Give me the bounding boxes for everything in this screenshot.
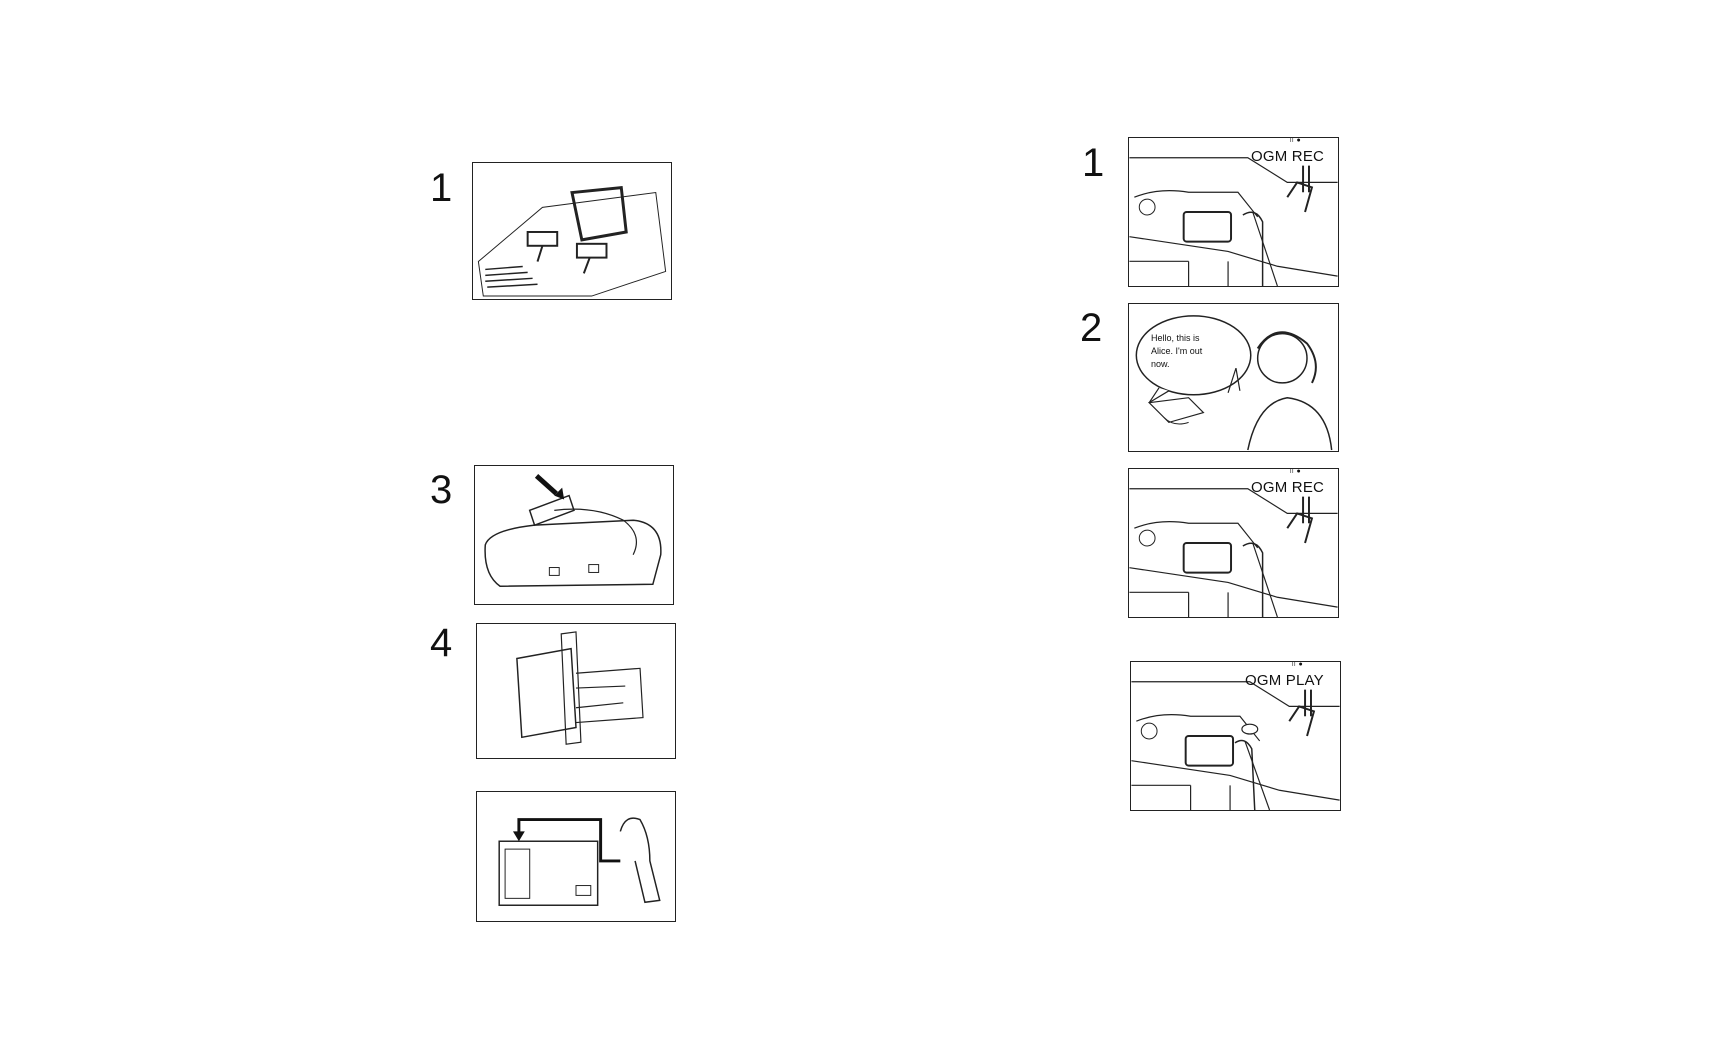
right-illustration-1-ogm-rec: OGM REC ⠿ ● <box>1128 137 1339 287</box>
ogm-rec-label: OGM REC <box>1251 479 1324 496</box>
speech-bubble-text: Hello, this is Alice. I'm out now. <box>1151 332 1202 371</box>
left-illustration-3-cassette-insert <box>474 465 674 605</box>
left-step-number-3: 3 <box>430 470 452 510</box>
ogm-rec-label: OGM REC <box>1251 148 1324 165</box>
wall-mount-drawing <box>477 624 675 758</box>
speech-line: Hello, this is <box>1151 332 1202 345</box>
speech-line: now. <box>1151 358 1202 371</box>
right-step-number-1: 1 <box>1082 143 1104 183</box>
left-step-number-1: 1 <box>430 168 452 208</box>
left-step-number-4: 4 <box>430 623 452 663</box>
left-illustration-5-line-connection <box>476 791 676 922</box>
woman-speaking-drawing <box>1129 304 1338 451</box>
left-illustration-1-battery-install <box>472 162 672 300</box>
right-illustration-4-ogm-play: OGM PLAY ⠿ ● <box>1130 661 1341 811</box>
right-step-number-2: 2 <box>1080 308 1102 348</box>
small-mark: ⠿ ● <box>1289 137 1301 144</box>
battery-compartment-drawing <box>473 163 671 299</box>
right-illustration-3-ogm-rec: OGM REC ⠿ ● <box>1128 468 1339 618</box>
speech-line: Alice. I'm out <box>1151 345 1202 358</box>
line-connection-drawing <box>477 792 675 921</box>
left-illustration-4-wall-mount <box>476 623 676 759</box>
small-mark: ⠿ ● <box>1291 661 1303 668</box>
small-mark: ⠿ ● <box>1289 468 1301 475</box>
ogm-play-label: OGM PLAY <box>1245 672 1324 689</box>
cassette-insert-drawing <box>475 466 673 604</box>
right-illustration-2-speak-message: Hello, this is Alice. I'm out now. <box>1128 303 1339 452</box>
